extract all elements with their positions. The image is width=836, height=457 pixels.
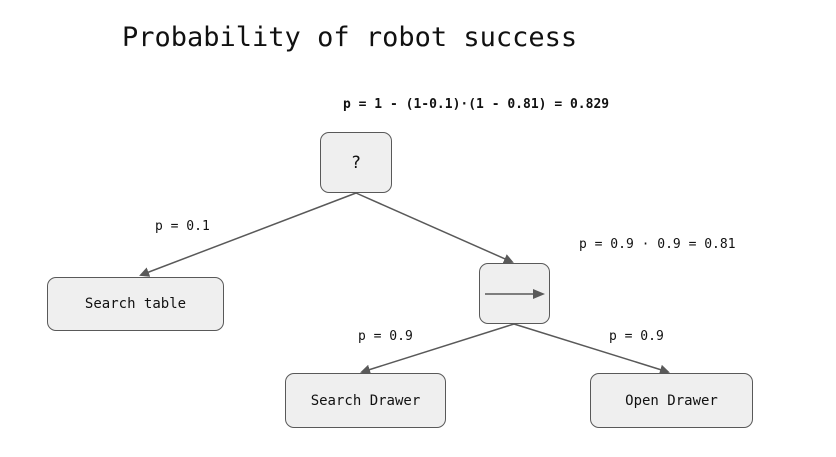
- fallback-node: ?: [320, 132, 392, 193]
- edge-label-open-drawer: p = 0.9: [609, 329, 664, 344]
- search-table-label: Search table: [84, 296, 187, 312]
- diagram-title: Probability of robot success: [122, 22, 578, 53]
- search-drawer-node: Search Drawer: [285, 373, 446, 428]
- edge-fallback-to-search-table: [139, 192, 357, 277]
- search-table-node: Search table: [47, 277, 224, 331]
- sequence-probability-formula: p = 0.9 · 0.9 = 0.81: [579, 237, 736, 252]
- open-drawer-label: Open Drawer: [625, 392, 718, 409]
- search-drawer-label: Search Drawer: [310, 392, 421, 409]
- edge-sequence-to-open-drawer: [513, 323, 670, 375]
- root-probability-formula: p = 1 - (1-0.1)·(1 - 0.81) = 0.829: [343, 97, 610, 112]
- sequence-node: [479, 263, 550, 324]
- fallback-symbol: ?: [350, 152, 362, 173]
- open-drawer-node: Open Drawer: [590, 373, 753, 428]
- edge-fallback-to-sequence: [355, 192, 514, 264]
- edge-label-search-drawer: p = 0.9: [358, 329, 413, 344]
- edge-label-search-table: p = 0.1: [155, 219, 210, 234]
- sequence-arrow-icon: [484, 288, 545, 299]
- edge-sequence-to-search-drawer: [360, 323, 515, 375]
